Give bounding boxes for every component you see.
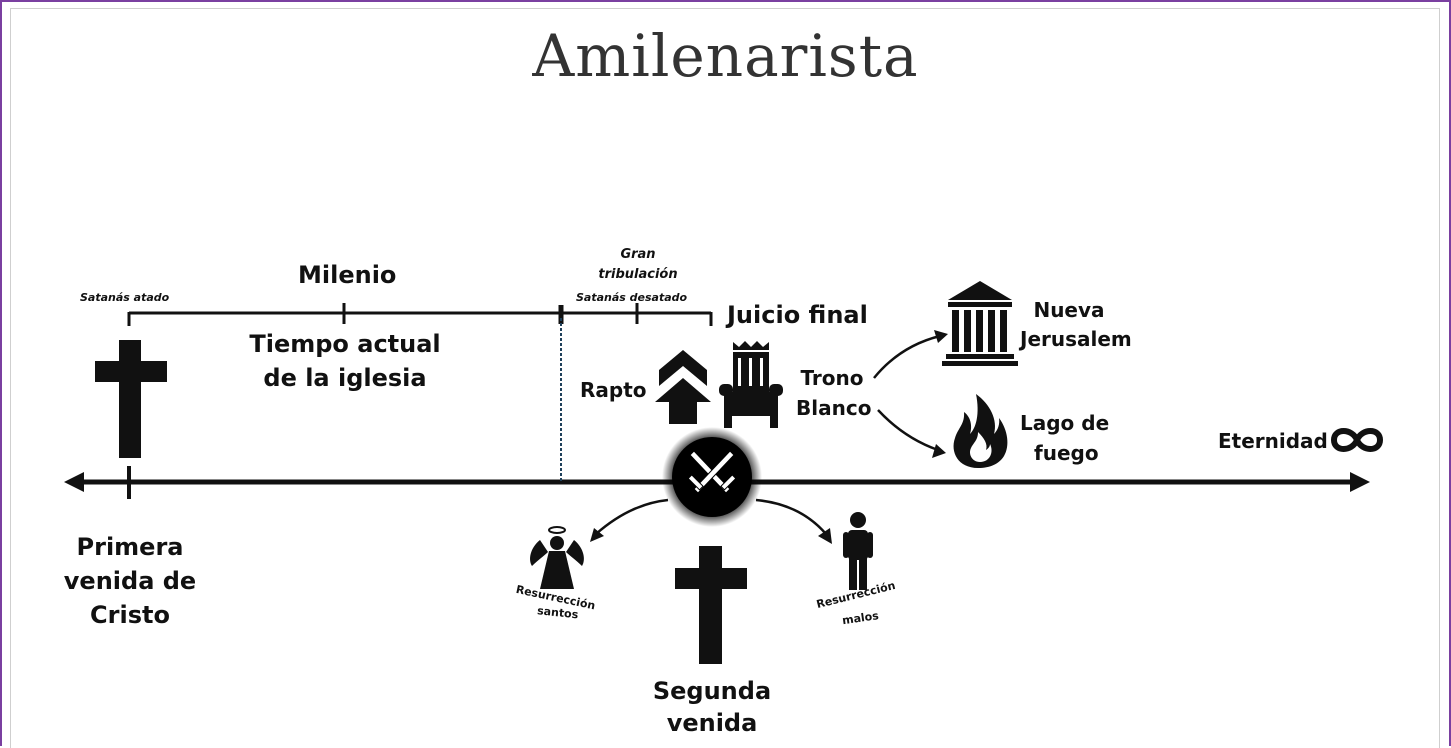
tiempo-actual-label-1: Tiempo actual (249, 330, 441, 358)
primera-label-2: venida de (63, 567, 197, 595)
cross-icon (675, 546, 747, 664)
res-santos-label-2: santos (537, 604, 580, 621)
primera-label-3: Cristo (90, 601, 170, 629)
infinity-icon (1330, 428, 1384, 452)
nueva-label-2: Jerusalem (1020, 327, 1132, 351)
resurrection-arrows (595, 498, 827, 535)
res-malos-label-2: malos (841, 609, 880, 627)
gran-label: Gran (620, 247, 656, 262)
arrowhead (590, 528, 604, 542)
eternidad-label: Eternidad (1218, 429, 1328, 453)
millennium-bracket (127, 303, 713, 326)
cross-icon (95, 340, 167, 458)
lago-label-2: fuego (1034, 441, 1099, 465)
segunda-label-2: venida (666, 709, 758, 737)
person-icon (843, 512, 873, 590)
arrow-up-icon (655, 350, 711, 424)
angel-icon (530, 526, 584, 589)
trono-label-1: Trono (800, 366, 864, 390)
satanas-atado-label: Satanás atado (80, 291, 170, 304)
tiempo-actual-label-2: de la iglesia (263, 364, 427, 392)
throne-icon (719, 341, 783, 428)
segunda-label-1: Segunda (652, 677, 772, 705)
fire-icon (953, 394, 1008, 468)
rapto-label: Rapto (580, 378, 647, 402)
trono-label-2: Blanco (796, 396, 872, 420)
arrowhead (818, 528, 832, 544)
crossed-swords-icon (662, 427, 762, 527)
tribulacion-label: tribulación (598, 267, 678, 282)
juicio-final-label: Juicio final (727, 301, 868, 329)
diagram-title: Amilenarista (532, 22, 919, 90)
primera-label-1: Primera (76, 533, 184, 561)
branch-arrows (873, 334, 941, 452)
arrowhead (932, 444, 946, 458)
satanas-desatado-label: Satanás desatado (576, 291, 688, 304)
inner-frame (10, 8, 1440, 748)
temple-icon (942, 281, 1018, 366)
arrowhead (934, 330, 948, 343)
lago-label-1: Lago de (1020, 411, 1110, 435)
nueva-label-1: Nueva (1033, 298, 1105, 322)
milenio-label: Milenio (298, 261, 397, 289)
